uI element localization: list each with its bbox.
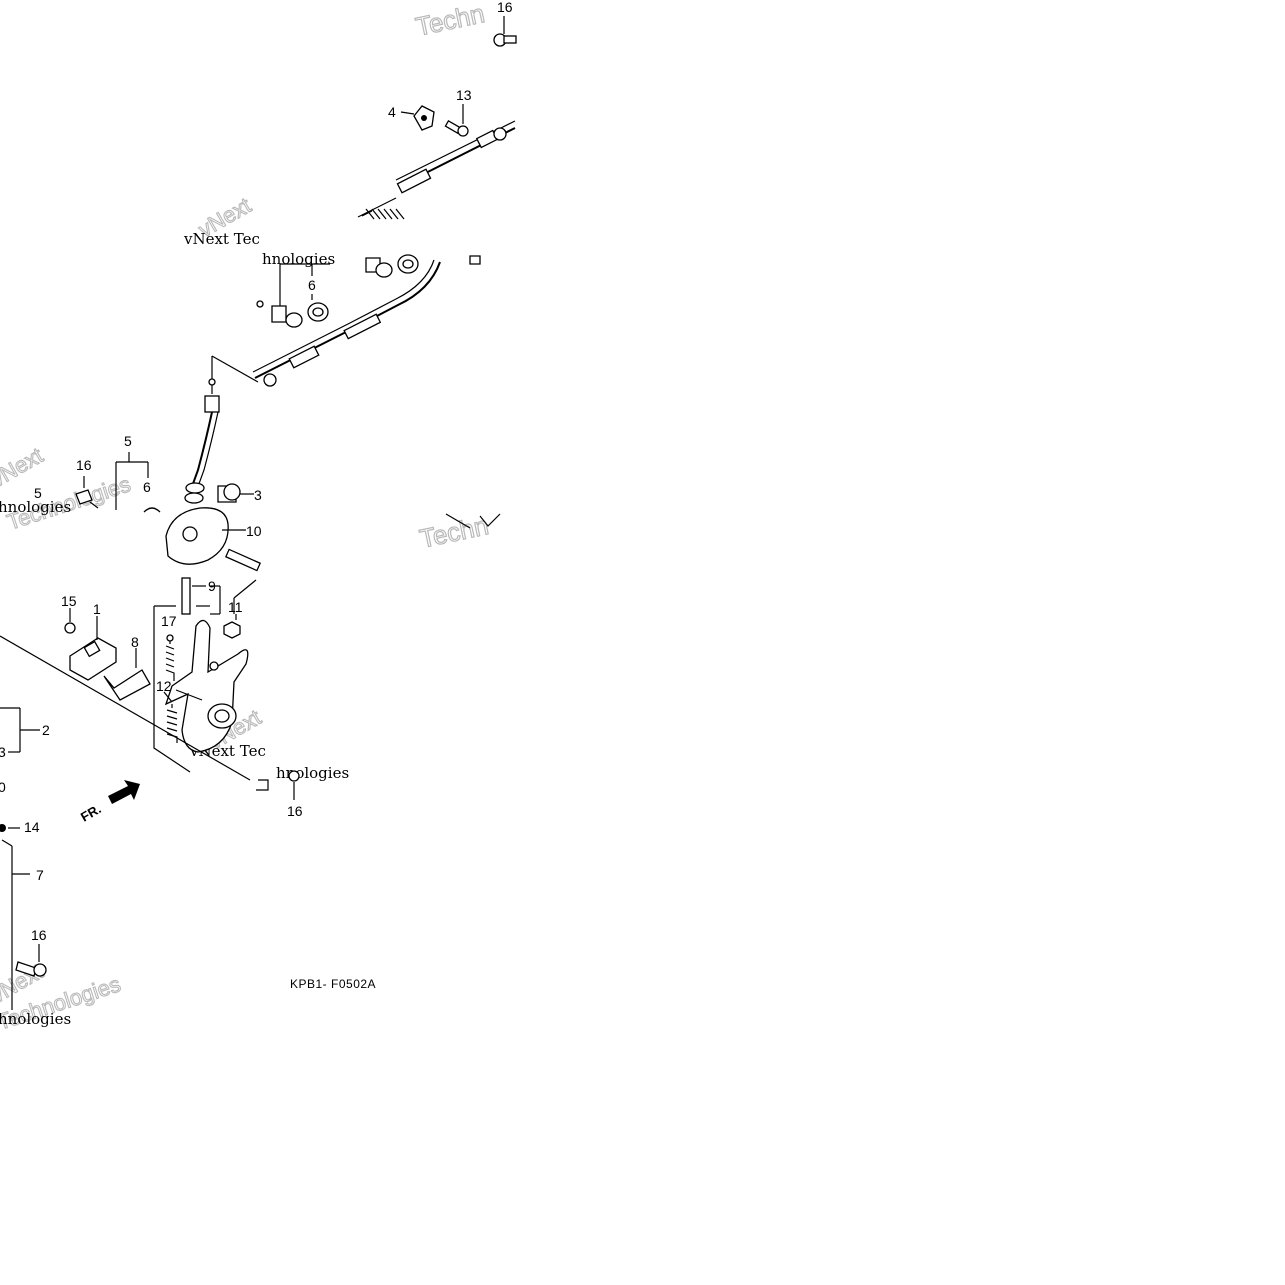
callout-4: 4 [388, 104, 396, 120]
watermark-text-c2: hnologies [276, 764, 349, 782]
cable-7 [0, 824, 30, 1010]
spring-17 [165, 634, 175, 681]
watermark-text-a1: vNext Tec [183, 230, 260, 248]
assembly-frame [153, 579, 269, 791]
callout-1: 1 [93, 601, 101, 617]
line-right-tick [445, 513, 501, 529]
callout-5-left: 5 [124, 433, 132, 449]
callout-10: 10 [246, 523, 262, 539]
callout-15: 15 [61, 593, 77, 609]
bolt-16-left [75, 476, 99, 509]
callout-3-left: 3 [0, 744, 6, 760]
screw-15 [64, 608, 76, 634]
spring-12 [163, 691, 178, 743]
callout-6-left: 6 [143, 479, 151, 495]
callout-0-left: 0 [0, 779, 6, 795]
bolt-13 [444, 104, 469, 137]
boot-10 [165, 507, 246, 565]
bracket-5-left-callout [115, 452, 161, 513]
diagram-code: KPB1- F0502A [290, 977, 376, 991]
cable-clamp-4 [400, 105, 435, 131]
callout-16-bottom: 16 [31, 927, 47, 943]
callout-16-lower-mid: 16 [287, 803, 303, 819]
callout-2: 2 [42, 722, 50, 738]
clamp-3 [217, 483, 254, 503]
front-label: FR. [78, 801, 104, 824]
watermark-techn-top: Techn [413, 0, 487, 42]
callout-17: 17 [161, 613, 177, 629]
bracket-2-callout [0, 707, 40, 753]
front-direction-indicator: FR. [78, 780, 140, 825]
callout-11: 11 [228, 599, 243, 615]
callout-3-top: 3 [254, 487, 262, 503]
grommet-6-mid [307, 302, 329, 322]
bracket-5-mid-callout [279, 263, 330, 306]
switch-1 [69, 616, 117, 681]
middle-cable [211, 259, 441, 387]
lower-cable [184, 356, 220, 504]
throttle-lever-assembly [164, 619, 249, 753]
rod-right [224, 548, 262, 572]
callout-13: 13 [456, 87, 472, 103]
front-arrow-icon [108, 780, 140, 804]
callout-6-mid: 6 [308, 277, 316, 293]
upper-throttle-cable [357, 120, 516, 220]
watermark-text-d1: hnologies [0, 1010, 71, 1028]
bolt-16-top [493, 16, 517, 47]
bracket-8 [103, 648, 151, 701]
callout-16-top: 16 [497, 0, 513, 15]
callout-8: 8 [131, 634, 139, 650]
grommets-upper-right [365, 254, 481, 278]
bolt-16-lower-mid [288, 770, 300, 800]
reference-line [0, 635, 251, 781]
callout-14: 14 [24, 819, 40, 835]
watermark-text-b1: hnologies [0, 498, 71, 516]
pin-9 [181, 577, 206, 615]
clamp-5-mid [256, 300, 303, 328]
callout-7: 7 [36, 867, 44, 883]
callout-12: 12 [156, 678, 172, 694]
callout-labels: 16 13 4 6 5 16 5 6 3 10 9 15 1 11 17 8 1… [0, 0, 513, 943]
watermark-text-a2: hnologies [262, 250, 335, 268]
callout-9: 9 [208, 578, 216, 594]
callout-5-edge: 5 [34, 485, 42, 501]
nut-11 [223, 614, 241, 639]
callout-16-left: 16 [76, 457, 92, 473]
watermarks: Techn Techn vNext vNext vNext vNext Tech… [0, 0, 492, 1035]
bolt-16-bottom [15, 944, 47, 977]
